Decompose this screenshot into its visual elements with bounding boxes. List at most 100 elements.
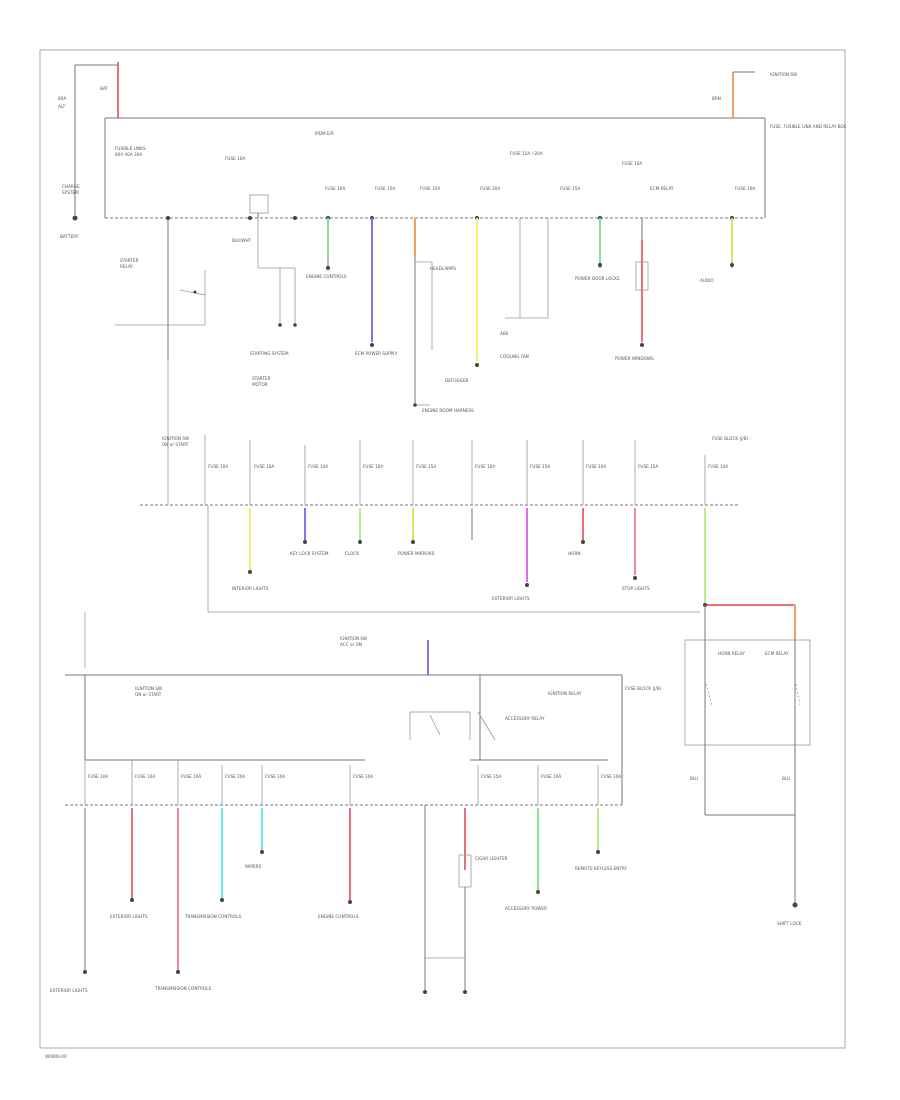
lower-load-label: EXTERIOR LIGHTS (110, 914, 148, 919)
svg-text:FUSE 10A: FUSE 10A (208, 464, 228, 469)
mid-fuse-block: FUSE BLOCK (J/B) IGNITION SW ON or START… (140, 435, 749, 506)
svg-text:FUSE 20A: FUSE 20A (480, 186, 500, 191)
svg-text:FUSE 10A: FUSE 10A (353, 774, 373, 779)
svg-text:FUSE 10A: FUSE 10A (265, 774, 285, 779)
horn-load-label: SHIFT LOCK (777, 921, 802, 926)
top-load-label: STARTING SYSTEM (250, 351, 289, 356)
top-fuse-box: FUSE, FUSIBLE LINK AND RELAY BOX IGNITIO… (104, 71, 847, 219)
mid-load-wires (207, 505, 796, 640)
svg-text:IGNITION SW: IGNITION SW (162, 436, 189, 441)
lower-load-label: REMOTE KEYLESS ENTRY (575, 866, 628, 871)
mid-load-label: HORN (568, 551, 581, 556)
top-load-label: ECM POWER SUPPLY (355, 351, 398, 356)
svg-text:BAT: BAT (100, 86, 108, 91)
horn-relay-label: HORN RELAY (718, 651, 745, 656)
svg-text:BLU: BLU (690, 776, 698, 781)
page-frame (39, 49, 846, 1049)
svg-text:FUSE 10A: FUSE 10A (308, 464, 328, 469)
svg-text:SYSTEM: SYSTEM (62, 190, 79, 195)
svg-text:FUSE 10A: FUSE 10A (586, 464, 606, 469)
svg-text:ALT: ALT (58, 104, 66, 109)
lower-load-labels: EXTERIOR LIGHTS EXTERIOR LIGHTS TRANSMIS… (50, 856, 628, 993)
svg-text:ON or START: ON or START (162, 442, 189, 447)
svg-text:80A: 80A (58, 96, 66, 101)
svg-text:FUSE 15A: FUSE 15A (416, 464, 436, 469)
svg-text:FUSE 10A: FUSE 10A (254, 464, 274, 469)
mid-load-label: CLOCK (345, 551, 359, 556)
ecm-relay-label: ECM RELAY (765, 651, 789, 656)
svg-text:FUSE 15A: FUSE 15A (560, 186, 580, 191)
svg-text:FUSE 15A / 20A: FUSE 15A / 20A (510, 151, 543, 156)
lower-load-label: CIGAR LIGHTER (475, 856, 508, 861)
lower-load-wires (83, 805, 600, 994)
top-load-label: POWER WINDOWS (615, 356, 654, 361)
top-load-labels: STARTING SYSTEM ENGINE CONTROLS ECM POWE… (250, 266, 714, 383)
battery-section: BATTERY 80A ALT BAT CHARGE SYSTEM (58, 62, 119, 239)
top-load-label: AUDIO (700, 278, 714, 283)
svg-text:IPDM E/R: IPDM E/R (315, 131, 334, 136)
svg-text:FUSE 10A: FUSE 10A (325, 186, 345, 191)
svg-text:ACC or ON: ACC or ON (340, 642, 362, 647)
svg-text:BLK/WHT: BLK/WHT (232, 238, 252, 243)
svg-text:FUSE 15A: FUSE 15A (375, 186, 395, 191)
accessory-relay-label: ACCESSORY RELAY (505, 716, 545, 721)
svg-text:ECM RELAY: ECM RELAY (650, 186, 674, 191)
svg-text:FUSE 15A: FUSE 15A (638, 464, 658, 469)
svg-text:FUSE 15A: FUSE 15A (530, 464, 550, 469)
top-load-label: DEFOGGER (445, 378, 469, 383)
top-load-label: COOLING FAN (500, 354, 529, 359)
svg-text:FUSE 10A: FUSE 10A (420, 186, 440, 191)
top-panel-label: FUSE, FUSIBLE LINK AND RELAY BOX (770, 124, 847, 129)
svg-text:ENGINE ROOM HARNESS: ENGINE ROOM HARNESS (422, 408, 474, 413)
lower-load-label: ACCESSORY POWER (505, 906, 547, 911)
svg-text:FUSE 10A: FUSE 10A (708, 464, 728, 469)
mid-load-label: INTERIOR LIGHTS (232, 586, 269, 591)
mid-fuses: FUSE 10A FUSE 10A FUSE 10A FUSE 10A FUSE… (204, 435, 728, 505)
svg-text:ON or START: ON or START (135, 692, 162, 697)
lower-load-label: EXTERIOR LIGHTS (50, 988, 88, 993)
lower-load-label: TRANSMISSION CONTROLS (154, 986, 212, 991)
battery-label: BATTERY (60, 234, 79, 239)
mid-load-label: EXTERIOR LIGHTS (492, 596, 530, 601)
lower-load-label: TRANSMISSION CONTROLS (184, 914, 242, 919)
top-load-label: ABS (500, 331, 509, 336)
top-load-label: POWER DOOR LOCKS (575, 276, 620, 281)
svg-text:CHARGE: CHARGE (62, 184, 80, 189)
svg-text:FUSE 10A: FUSE 10A (622, 161, 642, 166)
top-load-label: HEADLAMPS (430, 266, 456, 271)
svg-text:FUSE 10A: FUSE 10A (475, 464, 495, 469)
lower-panel-label: FUSE BLOCK (J/B) (625, 686, 662, 691)
svg-text:IGNITION SW: IGNITION SW (340, 636, 367, 641)
svg-text:BRN: BRN (712, 96, 721, 101)
top-load-wires (326, 218, 734, 405)
lower-load-label: ENGINE CONTROLS (318, 914, 359, 919)
svg-text:STARTER: STARTER (252, 376, 271, 381)
svg-text:FUSE 10A: FUSE 10A (88, 774, 108, 779)
svg-text:FUSE 15A: FUSE 15A (481, 774, 501, 779)
mid-load-labels: INTERIOR LIGHTS KEY LOCK SYSTEM CLOCK PO… (232, 551, 650, 601)
svg-text:FUSE 10A: FUSE 10A (135, 774, 155, 779)
svg-text:RELAY: RELAY (120, 264, 134, 269)
footer-code: W0000-00 (45, 1054, 67, 1059)
svg-text:FUSE 10A: FUSE 10A (735, 186, 755, 191)
horn-relay-box: HORN RELAY ECM RELAY SHIFT LOCK BLU BLU (684, 605, 811, 926)
svg-text:FUSIBLE LINKS: FUSIBLE LINKS (115, 146, 146, 151)
svg-text:MOTOR: MOTOR (252, 382, 268, 387)
svg-text:80A 40A 30A: 80A 40A 30A (115, 152, 142, 157)
top-fuse-row: FUSE 10A FUSE 15A FUSE 10A FUSE 20A FUSE… (166, 186, 755, 360)
svg-text:FUSE 10A: FUSE 10A (601, 774, 621, 779)
top-load-label: ENGINE CONTROLS (306, 274, 347, 279)
mid-load-label: STOP LIGHTS (622, 586, 650, 591)
svg-text:FUSE 20A: FUSE 20A (225, 774, 245, 779)
svg-text:FUSE 10A: FUSE 10A (541, 774, 561, 779)
svg-text:BLU: BLU (782, 776, 790, 781)
mid-load-label: POWER MIRRORS (398, 551, 435, 556)
ignition-relay-label: IGNITION RELAY (548, 691, 582, 696)
lower-load-label: WIPERS (245, 864, 261, 869)
svg-text:FUSE 10A: FUSE 10A (363, 464, 383, 469)
lower-fuses: FUSE 10A FUSE 10A FUSE 10A FUSE 20A FUSE… (84, 760, 621, 805)
svg-text:FUSE 10A: FUSE 10A (181, 774, 201, 779)
svg-text:IGNITION SW: IGNITION SW (135, 686, 162, 691)
svg-text:IGNITION SW: IGNITION SW (770, 72, 797, 77)
